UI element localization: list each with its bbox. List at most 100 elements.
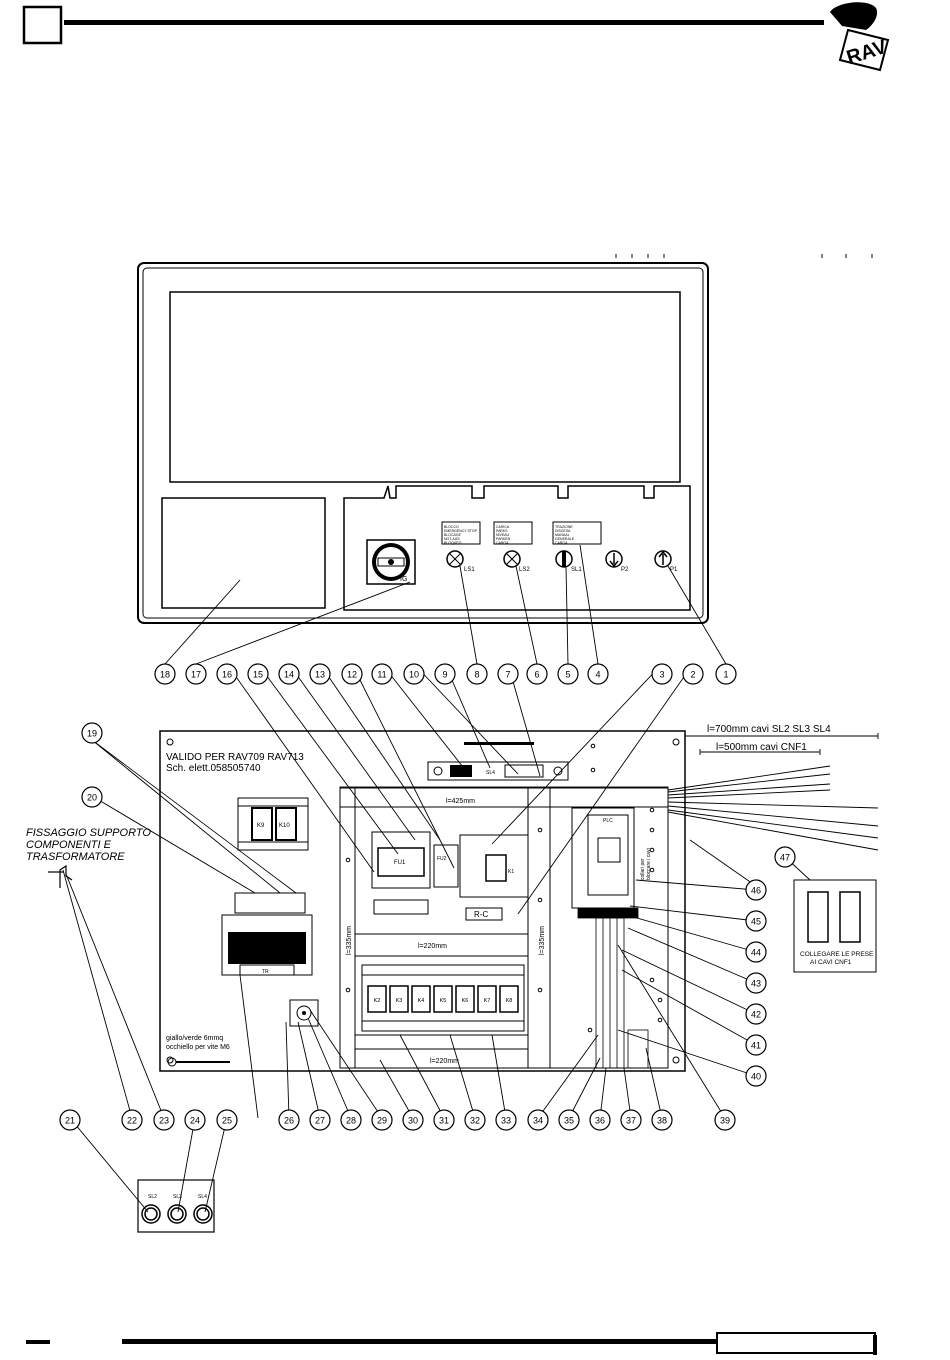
side-note-line3: TRASFORMATORE	[26, 851, 125, 863]
callout-41: 41	[745, 1034, 767, 1056]
rc-label: R-C	[474, 910, 488, 919]
svg-text:15: 15	[253, 670, 263, 680]
callout-45: 45	[745, 910, 767, 932]
svg-text:SL1: SL1	[571, 567, 582, 573]
button-p1: P1	[654, 550, 678, 573]
svg-text:PARKS: PARKS	[496, 529, 508, 533]
svg-text:33: 33	[501, 1116, 511, 1126]
ground-stud	[289, 999, 319, 1027]
ground-eyelet-text: occhiello per vite M6	[166, 1044, 230, 1051]
svg-text:25: 25	[222, 1116, 232, 1126]
side-note-line1: FISSAGGIO SUPPORTO	[26, 827, 151, 839]
header-rule	[64, 20, 824, 25]
svg-text:37: 37	[626, 1116, 636, 1126]
callout-26: 26	[278, 1109, 300, 1131]
callout-29: 29	[371, 1109, 393, 1131]
callout-44: 44	[745, 941, 767, 963]
svg-text:38: 38	[657, 1116, 667, 1126]
svg-text:CARICA: CARICA	[496, 525, 510, 529]
top-connector-pins	[464, 742, 534, 745]
callout-20: 20	[81, 786, 103, 808]
svg-text:K7: K7	[484, 998, 491, 1004]
main-switch: IG	[366, 539, 416, 585]
svg-text:MANUAL: MANUAL	[555, 533, 570, 537]
svg-text:K1: K1	[508, 869, 514, 875]
callout-15: 15	[247, 663, 269, 685]
dim-220-upper: l=220mm	[418, 943, 447, 950]
svg-text:35: 35	[564, 1116, 574, 1126]
selector-box: SL2 SL3 SL4	[137, 1179, 215, 1233]
cable-dimensions	[339, 733, 879, 851]
indicator-sl1: TRAZIONE DISCESA MANUAL GENERALE CARGA S…	[552, 521, 602, 573]
svg-text:P1: P1	[670, 567, 678, 573]
svg-text:32: 32	[470, 1116, 480, 1126]
svg-text:11: 11	[377, 670, 386, 680]
svg-text:36: 36	[595, 1116, 605, 1126]
callout-9: 9	[434, 663, 456, 685]
relay-k6: K6	[455, 985, 475, 1013]
svg-text:7: 7	[505, 670, 510, 680]
callout-27: 27	[309, 1109, 331, 1131]
relays-k9-k10: K9 K10	[237, 797, 309, 851]
svg-text:9: 9	[442, 670, 447, 680]
callout-24: 24	[184, 1109, 206, 1131]
callout-36: 36	[589, 1109, 611, 1131]
svg-text:1: 1	[723, 670, 728, 680]
main-switch-label: IG	[400, 576, 407, 583]
svg-text:LS1: LS1	[464, 567, 475, 573]
svg-text:PARKEN: PARKEN	[496, 537, 511, 541]
ground-wire-text: giallo/verde 6mmq	[166, 1035, 223, 1042]
svg-text:21: 21	[65, 1116, 75, 1126]
svg-text:8: 8	[474, 670, 479, 680]
svg-text:BLOQUEO: BLOQUEO	[444, 541, 462, 545]
callout-17: 17	[185, 663, 207, 685]
svg-text:3: 3	[659, 670, 664, 680]
side-note-line2: COMPONENTI E	[26, 839, 112, 851]
svg-text:BLOCCO: BLOCCO	[444, 525, 459, 529]
indicator-ls1: BLOCCO EMERGENCY STOP BLOCAGE NOT-AUS BL…	[441, 521, 481, 573]
svg-text:45: 45	[751, 917, 761, 927]
callout-35: 35	[558, 1109, 580, 1131]
dim-220-lower: l=220mm	[430, 1058, 459, 1065]
rav-logo: RAV	[830, 2, 890, 72]
callout-23: 23	[153, 1109, 175, 1131]
svg-text:31: 31	[439, 1116, 449, 1126]
svg-text:13: 13	[315, 670, 325, 680]
relay-k7: K7	[477, 985, 497, 1013]
svg-text:24: 24	[190, 1116, 200, 1126]
label-area	[161, 497, 326, 609]
callout-33: 33	[495, 1109, 517, 1131]
callout-1: 1	[715, 663, 737, 685]
button-p2: P2	[605, 550, 629, 573]
svg-text:46: 46	[751, 886, 761, 896]
svg-text:19: 19	[87, 729, 97, 739]
indicator-ls2: CARICA PARKS NIVEAU PARKEN CARGA LS2	[493, 521, 533, 573]
svg-text:17: 17	[191, 670, 201, 680]
svg-text:K4: K4	[418, 998, 425, 1004]
display-window	[169, 291, 681, 483]
callout-32: 32	[464, 1109, 486, 1131]
transformer: TR	[221, 892, 313, 976]
svg-text:DISCESA: DISCESA	[555, 529, 571, 533]
dim-425: l=425mm	[446, 798, 475, 805]
callout-6: 6	[526, 663, 548, 685]
callout-7: 7	[497, 663, 519, 685]
connector-note-line1: COLLEGARE LE PRESE	[800, 951, 874, 958]
callout-22: 22	[121, 1109, 143, 1131]
svg-text:NOT-AUS: NOT-AUS	[444, 537, 460, 541]
svg-text:SL2: SL2	[148, 1194, 157, 1200]
plc: PLC collari per bloccare i cavi	[571, 807, 652, 909]
svg-text:12: 12	[347, 670, 357, 680]
svg-text:NIVEAU: NIVEAU	[496, 533, 510, 537]
svg-text:SL3: SL3	[173, 1194, 182, 1200]
page-number-box	[22, 5, 63, 45]
svg-text:SL4: SL4	[486, 770, 495, 776]
dim-335-left: l=335mm	[346, 926, 353, 955]
svg-text:CARGA: CARGA	[555, 541, 568, 545]
relay-k8: K8	[499, 985, 519, 1013]
relay-k2: K2	[367, 985, 387, 1013]
callout-14: 14	[278, 663, 300, 685]
terminal-blocks	[577, 907, 649, 1069]
svg-text:K8: K8	[506, 998, 513, 1004]
